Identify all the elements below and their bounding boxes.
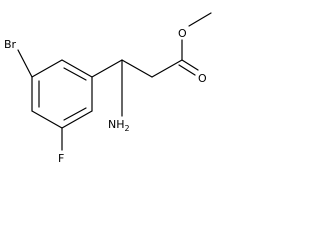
- bond-ch-ch2: [121, 59, 153, 78]
- bond-c-o-double-b: [178, 64, 196, 76]
- ester-oxygen-label: O: [178, 27, 187, 40]
- bond-ring-double-2: [63, 107, 87, 121]
- bond-ring-3: [61, 110, 93, 129]
- amine-subscript: 2: [125, 124, 130, 133]
- bond-ring-6: [31, 59, 63, 78]
- bromine-label: Br: [4, 38, 17, 51]
- carbonyl-oxygen-label: O: [198, 72, 207, 85]
- bond-ring-ch: [91, 59, 123, 78]
- amine-nh: NH: [108, 118, 125, 131]
- bond-ch2-ccarbonyl: [151, 59, 183, 78]
- bond-ring-double-1: [63, 67, 87, 81]
- amine-label: NH2: [108, 118, 130, 133]
- bond-ring-1: [61, 59, 93, 78]
- structure-diagram: Br NH2 F O O: [4, 12, 212, 165]
- bond-c-br: [17, 49, 33, 78]
- bond-ring-4: [31, 110, 63, 129]
- bond-o-methyl: [188, 12, 212, 27]
- fluorine-label: F: [58, 152, 64, 165]
- bond-c-o-double-a: [181, 59, 199, 71]
- benzene-ring: [31, 59, 93, 129]
